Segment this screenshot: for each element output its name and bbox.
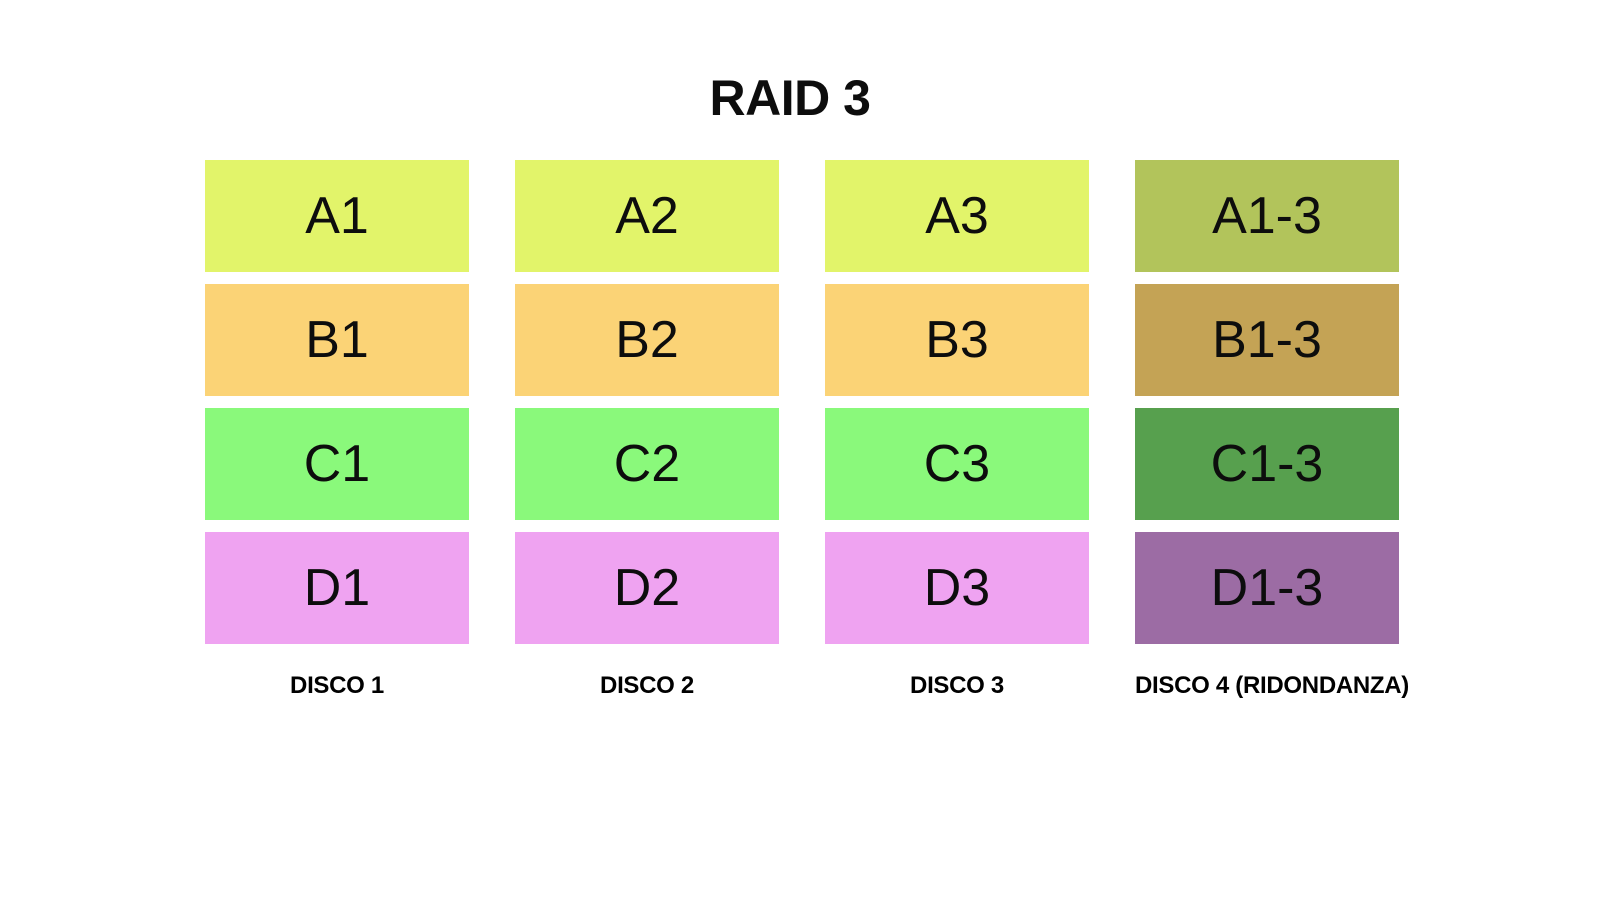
data-block-A1-3: A1-3: [1135, 160, 1399, 272]
data-block-C2: C2: [515, 408, 779, 520]
data-block-B1: B1: [205, 284, 469, 396]
data-block-D2: D2: [515, 532, 779, 644]
disk-label-1: DISCO 1: [290, 672, 384, 699]
data-block-B3: B3: [825, 284, 1089, 396]
data-block-A2: A2: [515, 160, 779, 272]
diagram-title: RAID 3: [709, 70, 871, 126]
data-block-D1-3: D1-3: [1135, 532, 1399, 644]
disk-label-3: DISCO 3: [910, 672, 1004, 699]
data-block-C1: C1: [205, 408, 469, 520]
disk-label-2: DISCO 2: [600, 672, 694, 699]
data-block-D3: D3: [825, 532, 1089, 644]
data-block-B2: B2: [515, 284, 779, 396]
disk-label-4: DISCO 4 (RIDONDANZA): [1135, 672, 1409, 699]
data-block-B1-3: B1-3: [1135, 284, 1399, 396]
data-block-A3: A3: [825, 160, 1089, 272]
data-block-C1-3: C1-3: [1135, 408, 1399, 520]
data-block-A1: A1: [205, 160, 469, 272]
data-block-D1: D1: [205, 532, 469, 644]
data-block-C3: C3: [825, 408, 1089, 520]
